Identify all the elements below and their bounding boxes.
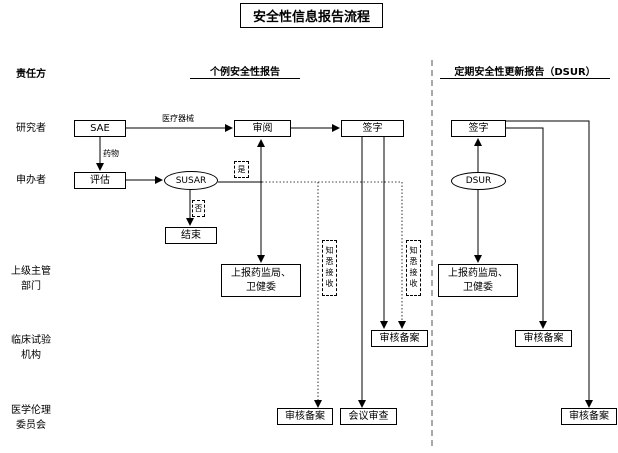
label-drug: 药物 <box>103 149 119 158</box>
edge-dsur-ethics <box>506 120 593 408</box>
node-meeting-review: 会议审查 <box>340 408 397 425</box>
node-dsur-sign: 签字 <box>451 120 506 137</box>
node-record-institution: 审核备案 <box>371 330 428 347</box>
section-individual: 个例安全性报告 <box>190 63 300 79</box>
label-receive-left: 知悉接收 <box>322 240 337 296</box>
edge-dsur-institution <box>506 127 547 329</box>
label-yes: 是 <box>234 161 249 178</box>
row-researcher: 研究者 <box>16 123 46 134</box>
node-review: 审阅 <box>234 120 291 137</box>
node-report-authority: 上报药监局、 卫健委 <box>221 264 301 297</box>
node-end: 结束 <box>165 227 217 244</box>
node-susar: SUSAR <box>164 171 218 190</box>
row-sponsor: 申办者 <box>16 175 46 186</box>
node-sign: 签字 <box>341 120 404 137</box>
node-sae: SAE <box>74 120 126 137</box>
roles-header: 责任方 <box>16 69 46 80</box>
node-dsur: DSUR <box>451 172 506 190</box>
label-device: 医疗器械 <box>162 114 194 123</box>
label-receive-right: 知悉接收 <box>406 240 421 296</box>
node-dsur-report-authority: 上报药监局、 卫健委 <box>438 264 518 297</box>
node-evaluate: 评估 <box>74 172 126 189</box>
node-dsur-record-ethics: 审核备案 <box>561 408 617 425</box>
label-no: 否 <box>192 200 205 217</box>
row-ethics: 医学伦理 委员会 <box>11 405 51 431</box>
section-dsur: 定期安全性更新报告（DSUR） <box>440 63 610 79</box>
page-title: 安全性信息报告流程 <box>240 3 383 28</box>
row-institution: 临床试验 机构 <box>11 335 51 361</box>
row-authority: 上级主管 部门 <box>11 266 51 292</box>
node-dsur-record-institution: 审核备案 <box>515 330 572 347</box>
node-record-ethics: 审核备案 <box>277 408 333 425</box>
